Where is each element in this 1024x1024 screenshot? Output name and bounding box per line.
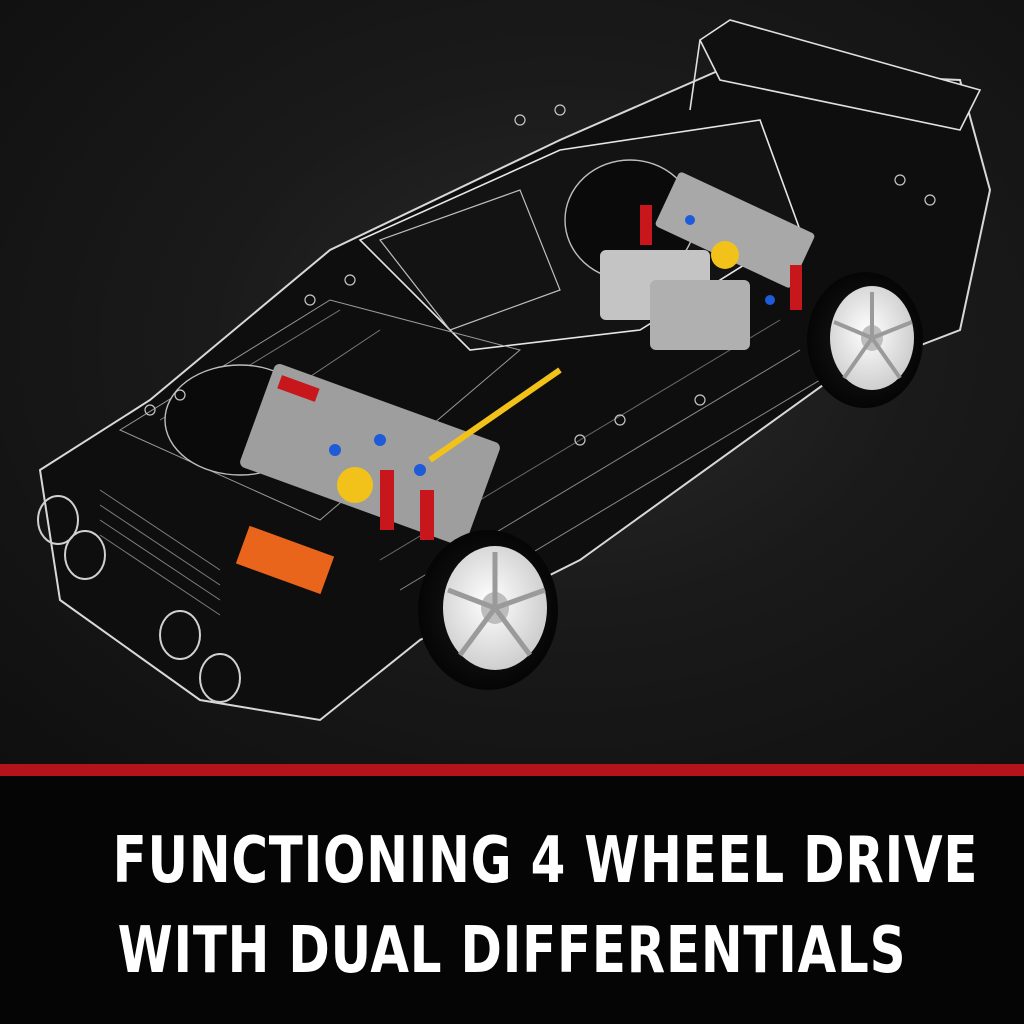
front-wheel-icon bbox=[418, 530, 558, 690]
caption-line-1: FUNCTIONING 4 WHEEL DRIVE bbox=[112, 824, 979, 898]
car-wireframe-icon bbox=[37, 19, 992, 722]
car-photo bbox=[0, 0, 1024, 764]
rear-wheel-icon bbox=[807, 272, 923, 408]
accent-divider bbox=[0, 764, 1024, 776]
caption-line-2: WITH DUAL DIFFERENTIALS bbox=[117, 914, 907, 988]
caption-panel: FUNCTIONING 4 WHEEL DRIVE WITH DUAL DIFF… bbox=[0, 776, 1024, 1024]
